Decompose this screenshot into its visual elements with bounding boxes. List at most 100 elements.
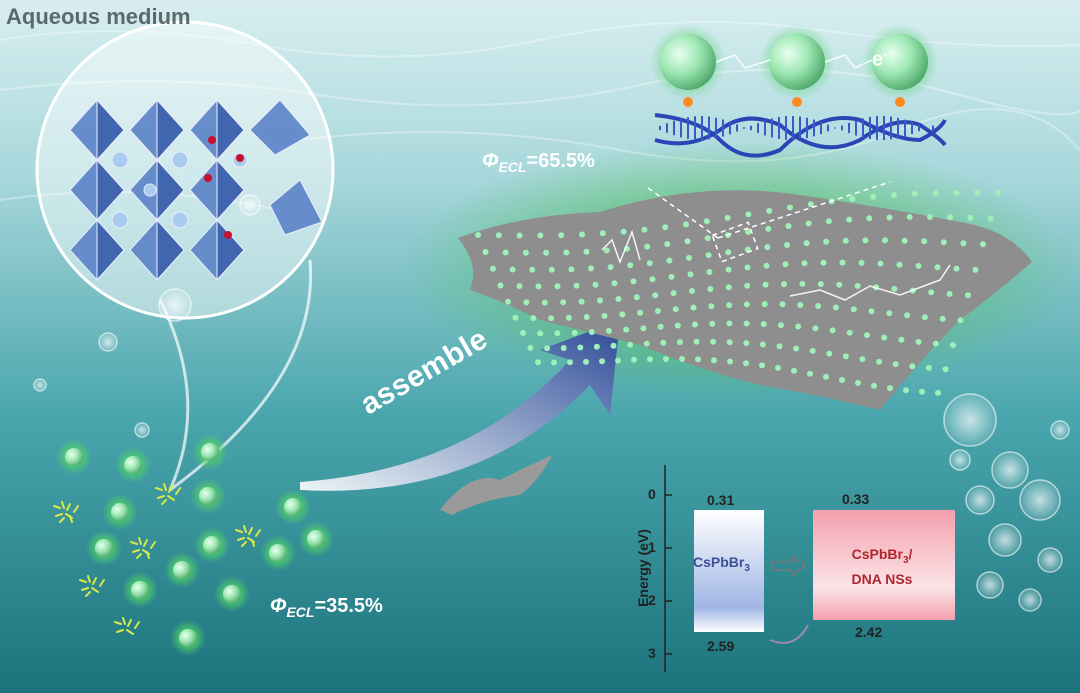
- sheet-dot: [516, 232, 523, 239]
- sheet-dot: [643, 340, 650, 347]
- sheet-dot: [535, 283, 542, 290]
- sheet-dot: [620, 228, 627, 235]
- sheet-dot: [967, 214, 974, 221]
- sheet-dot: [858, 259, 865, 266]
- sheet-dot: [707, 286, 714, 292]
- sheet-dot: [541, 299, 548, 306]
- sheet-dot: [891, 285, 898, 292]
- shift-arrow: [769, 624, 809, 644]
- sheet-dot: [815, 303, 822, 309]
- sheet-dot: [765, 225, 772, 232]
- sheet-dot: [846, 329, 853, 336]
- sheet-dot: [886, 310, 893, 317]
- sheet-dot: [597, 297, 603, 304]
- left-box-top-value: 0.31: [707, 492, 735, 508]
- sheet-dot: [909, 363, 916, 370]
- energy-diagram: [664, 465, 955, 672]
- sheet-dot: [799, 280, 806, 287]
- sheet-dot: [692, 321, 698, 328]
- sheet-dot: [784, 242, 790, 248]
- sheet-dot: [849, 195, 856, 202]
- sheet-dot: [896, 261, 903, 268]
- sheet-dot: [670, 290, 677, 297]
- sheet-dot: [693, 338, 700, 345]
- sheet-dot: [846, 216, 853, 223]
- sheet-dot: [745, 211, 752, 218]
- sheet-dot: [631, 356, 637, 363]
- sheet-dot: [554, 283, 561, 290]
- dna-helix: [654, 113, 947, 158]
- sheet-dot: [509, 266, 516, 273]
- sheet-dot: [573, 282, 580, 289]
- sheet-dot: [886, 214, 893, 221]
- sheet-dot: [711, 357, 717, 364]
- sheet-dot: [579, 231, 585, 238]
- sheet-dot: [708, 303, 715, 310]
- sheet-dot: [563, 249, 570, 256]
- sheet-dot: [520, 330, 526, 336]
- sheet-dot: [965, 292, 971, 299]
- sheet-dot: [915, 338, 922, 345]
- sheet-dot: [809, 347, 816, 354]
- dna-ns-name2: DNA NSs: [851, 570, 913, 587]
- bubbles: [33, 194, 1070, 612]
- sheet-dot: [855, 380, 861, 386]
- nanowire-clusters: [53, 483, 261, 635]
- sheet-dot: [904, 312, 911, 319]
- sheet-dot: [709, 320, 716, 327]
- sheet-dot: [915, 262, 922, 269]
- magnifier-bubble: [35, 20, 335, 320]
- sheet-dot: [588, 265, 594, 272]
- sheet-dot: [947, 214, 954, 221]
- title: Aqueous medium: [6, 4, 191, 29]
- sheet-dot: [497, 282, 504, 289]
- sheet-dot: [475, 232, 481, 238]
- sheet-dot: [565, 314, 572, 321]
- sheet-dot: [725, 249, 732, 256]
- sheet-dot: [633, 294, 640, 301]
- sheet-dot: [724, 214, 731, 221]
- phi-subscript: ECL: [498, 159, 527, 175]
- sheet-dot: [823, 373, 829, 380]
- sheet-dot: [762, 281, 769, 288]
- nanosheet: [458, 190, 1032, 410]
- sheet-dot: [689, 288, 695, 294]
- sheet-dot: [940, 239, 947, 246]
- sheet-dot: [554, 330, 561, 337]
- sheet-dot: [836, 281, 843, 288]
- electron-base: e: [872, 48, 884, 71]
- phi-symbol: Φ: [270, 595, 287, 617]
- sheet-dot: [660, 339, 667, 346]
- sheet-zoom-lines: [647, 181, 891, 263]
- sheet-dot: [807, 370, 813, 377]
- sheet-dot: [627, 341, 634, 348]
- sheet-dot: [868, 308, 875, 315]
- sheet-dot: [544, 345, 551, 352]
- sheet-dot: [690, 304, 697, 311]
- sheet-dot: [641, 226, 648, 233]
- sheet-dot: [495, 232, 502, 239]
- sheet-dot: [974, 189, 981, 196]
- sheet-dot: [571, 329, 578, 336]
- sheet-dot: [866, 215, 873, 222]
- sheet-dot: [548, 266, 555, 273]
- sheet-dot: [778, 322, 784, 329]
- sheet-dot: [663, 356, 669, 362]
- phi-ecl-top: ΦECL=65.5%: [482, 150, 595, 175]
- sheet-dot: [560, 345, 567, 351]
- sheet-dot: [823, 238, 830, 245]
- sheet-dot: [805, 220, 812, 227]
- sheet-dot: [664, 241, 671, 248]
- sheet-dot: [832, 304, 839, 311]
- sheet-dot: [568, 266, 575, 273]
- sheet-dot: [932, 190, 939, 197]
- sheet-dot: [764, 244, 771, 251]
- sheet-dot: [726, 339, 733, 346]
- transition-arrow: [771, 554, 807, 578]
- sheet-dot: [781, 281, 787, 288]
- phi-subscript: ECL: [286, 604, 315, 620]
- sheet-dot: [607, 264, 614, 271]
- sheet-dot: [623, 326, 630, 333]
- sheet-dot: [921, 314, 928, 321]
- dna-ns-band-box: [813, 510, 955, 620]
